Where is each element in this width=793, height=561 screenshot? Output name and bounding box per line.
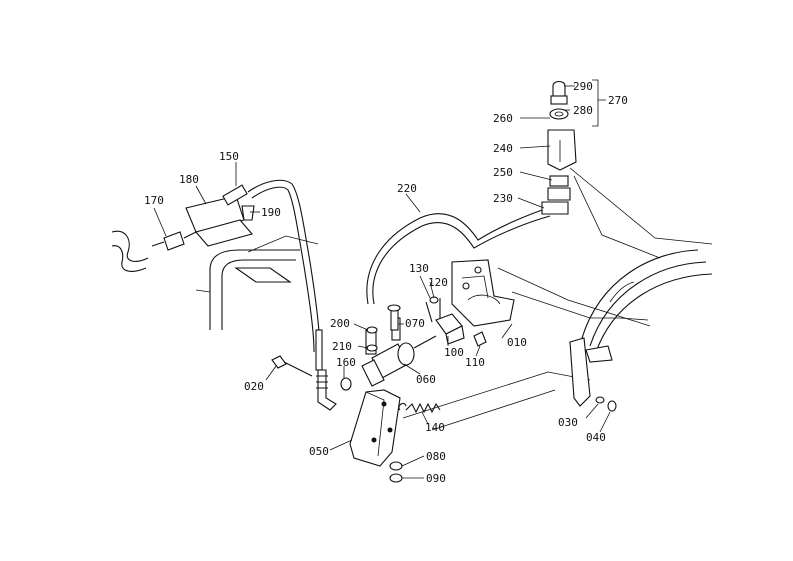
callout-010: 010 [507, 336, 527, 349]
block-100 [435, 298, 465, 345]
callout-020: 020 [244, 380, 264, 393]
callout-140: 140 [425, 421, 445, 434]
callout-290: 290 [573, 80, 593, 93]
spring-140 [398, 402, 441, 414]
hose-upper-left [247, 179, 321, 353]
callout-060: 060 [416, 373, 436, 386]
callout-190: 190 [261, 206, 281, 219]
callout-160: 160 [336, 356, 356, 369]
callout-240: 240 [493, 142, 513, 155]
callout-260: 260 [493, 112, 513, 125]
left-parts [151, 184, 352, 411]
callout-090: 090 [426, 472, 446, 485]
callout-130: 130 [409, 262, 429, 275]
callout-200: 200 [330, 317, 350, 330]
callout-080: 080 [426, 450, 446, 463]
bracket-050 [349, 389, 401, 467]
callout-220: 220 [397, 182, 417, 195]
callout-230: 230 [493, 192, 513, 205]
bracket-010 [451, 259, 515, 327]
callout-120: 120 [428, 276, 448, 289]
callout-210: 210 [332, 340, 352, 353]
callout-250: 250 [493, 166, 513, 179]
callout-labels: 290 280 270 260 240 250 230 220 150 180 … [144, 80, 628, 485]
callout-170: 170 [144, 194, 164, 207]
callout-070: 070 [405, 317, 425, 330]
callout-030: 030 [558, 416, 578, 429]
callout-050: 050 [309, 445, 329, 458]
leader-lines [153, 79, 611, 479]
upper-right-fitting-stack [541, 80, 577, 215]
machine-frame-outline [111, 167, 713, 431]
callout-110: 110 [465, 356, 485, 369]
callout-150: 150 [219, 150, 239, 163]
callout-040: 040 [586, 431, 606, 444]
right-lever [569, 337, 617, 412]
callout-280: 280 [573, 104, 593, 117]
callout-270: 270 [608, 94, 628, 107]
hose-220 [366, 207, 551, 305]
callout-180: 180 [179, 173, 199, 186]
callout-100: 100 [444, 346, 464, 359]
